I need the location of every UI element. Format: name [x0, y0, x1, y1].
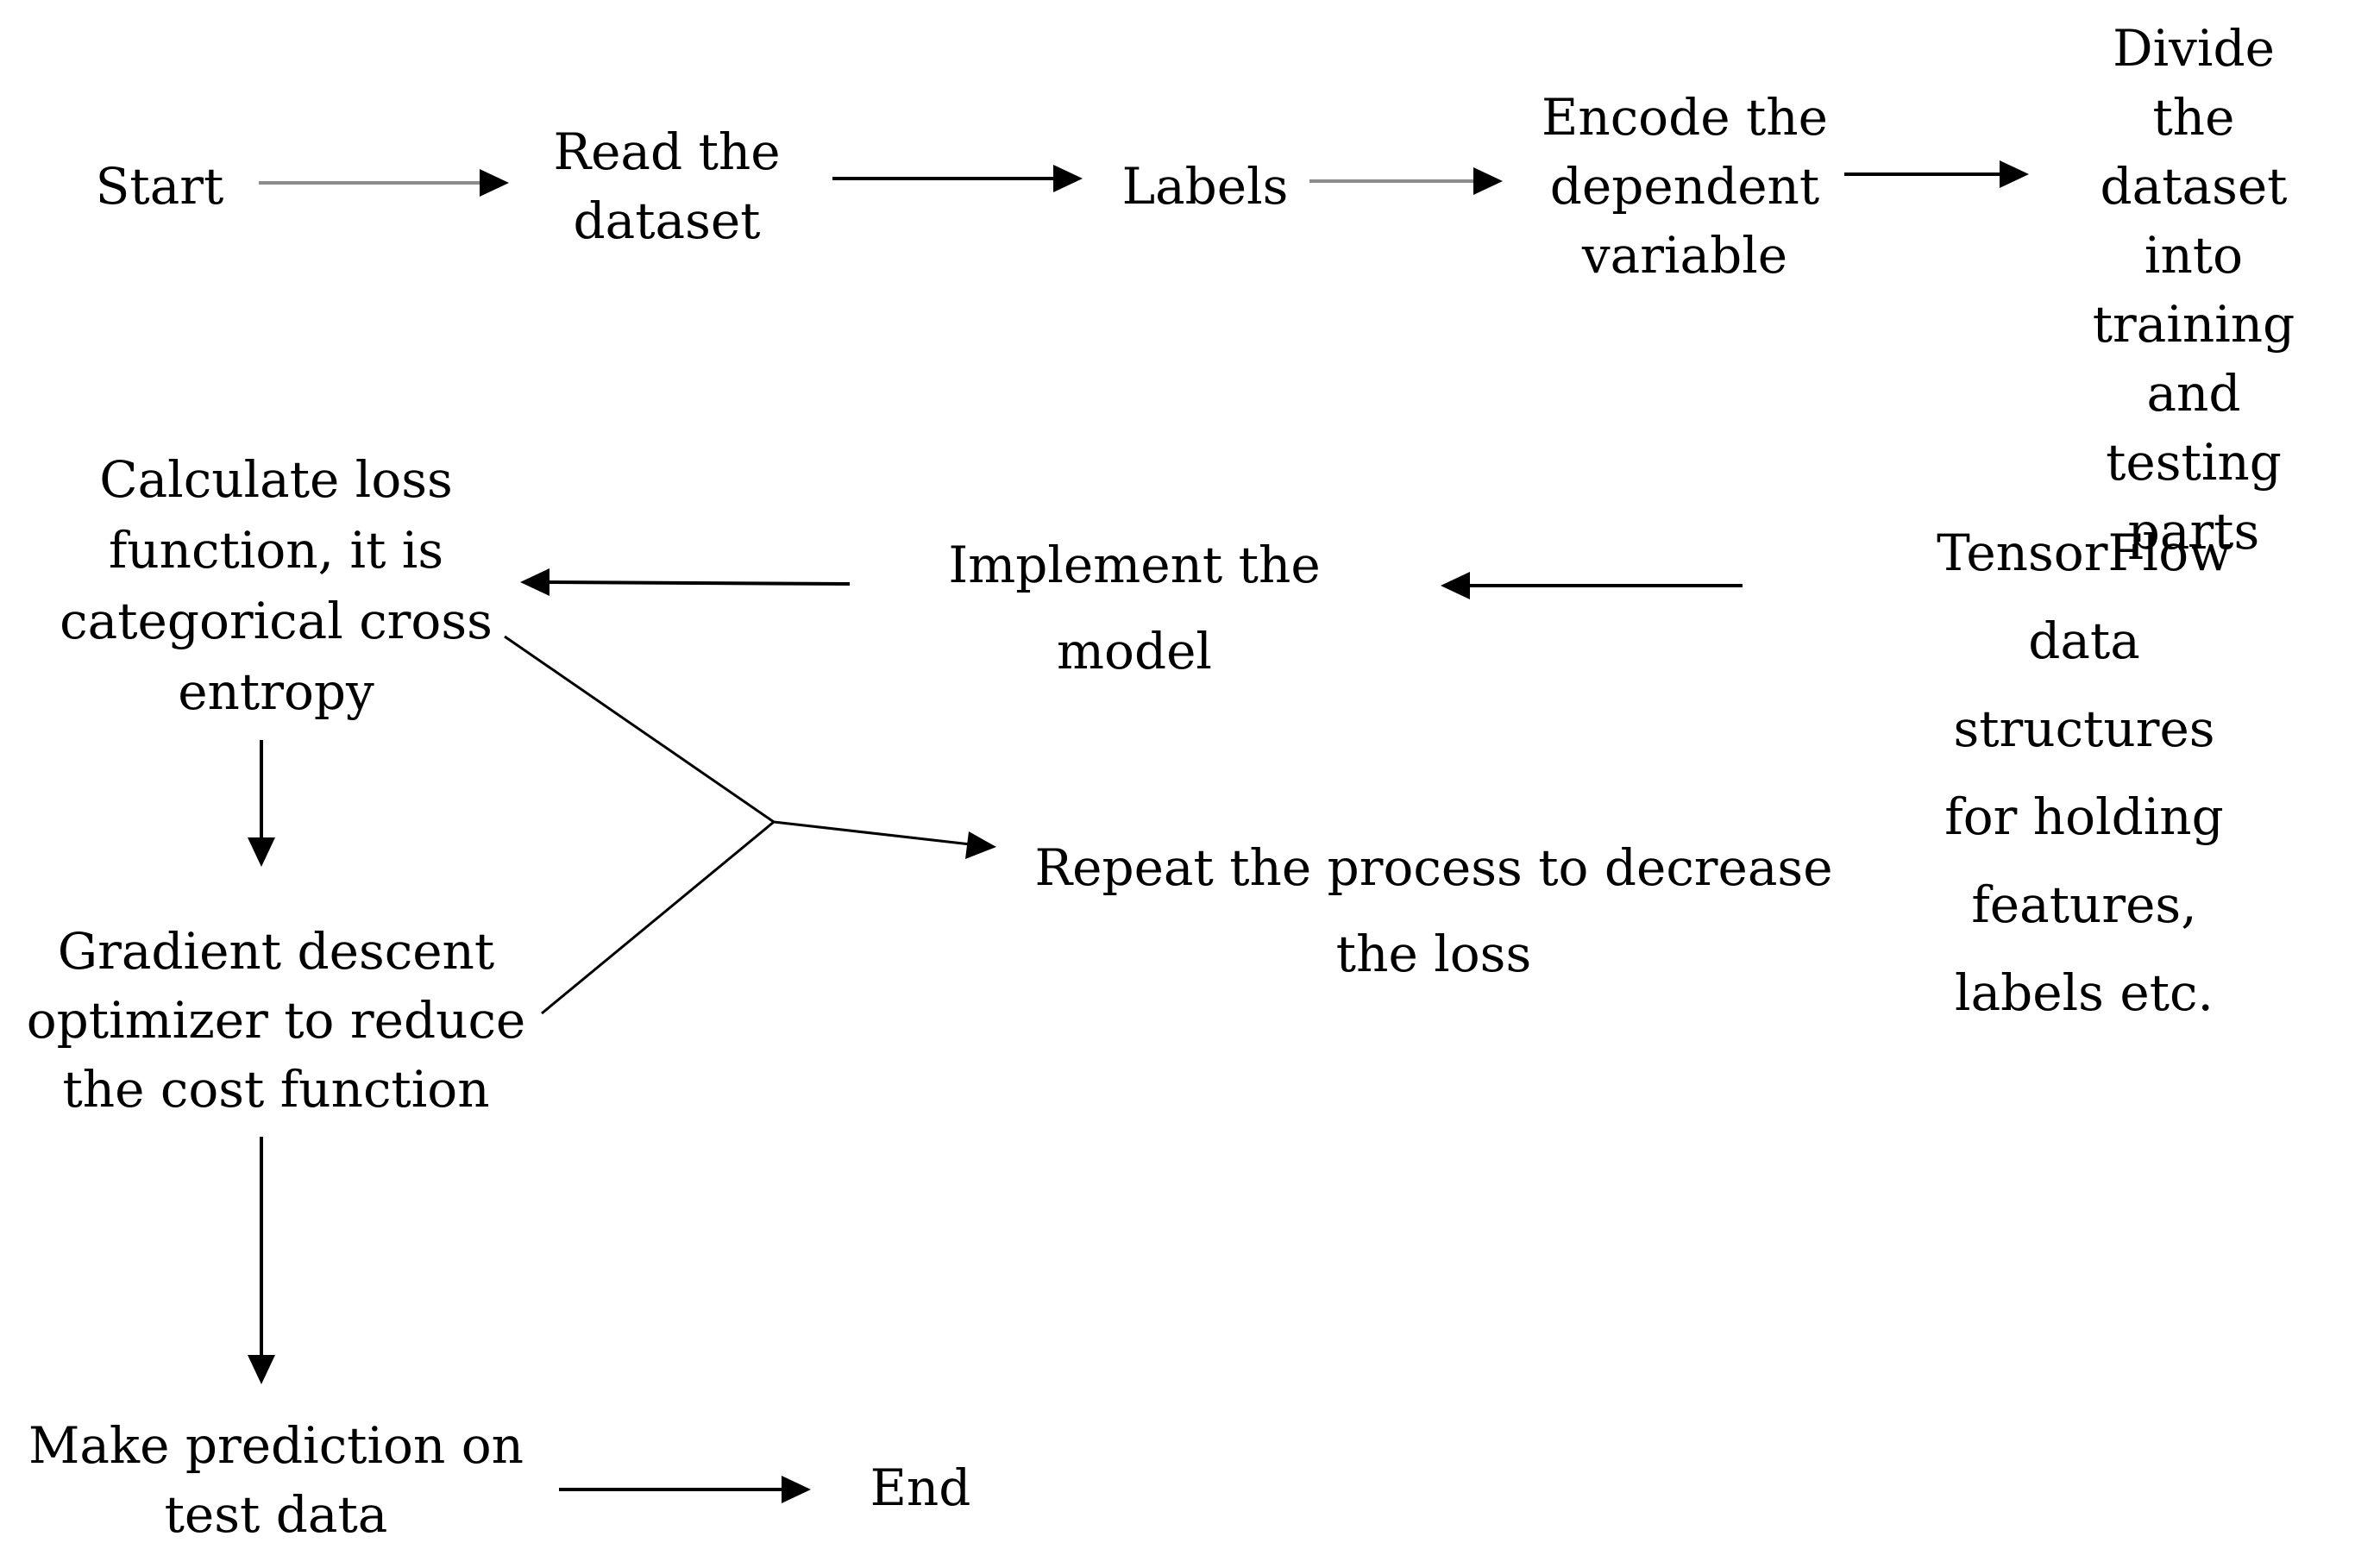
node-calculate-loss: Calculate loss function, it is categoric… [60, 450, 493, 721]
node-repeat-process: Repeat the process to decrease the loss [1034, 838, 1833, 983]
arrowhead-gradient-to-prediction [248, 1355, 275, 1384]
node-start: Start [95, 157, 224, 216]
arrowhead-junction-to-repeat [965, 831, 996, 859]
node-tensorflow-structures: TensorFlow data structures for holding f… [1937, 524, 2232, 1022]
arrowhead-implement-to-loss [520, 568, 549, 596]
arrow-implement-to-loss [547, 580, 851, 586]
arrow-junction-to-repeat [773, 820, 971, 846]
node-gradient-descent: Gradient descent optimizer to reduce the… [26, 922, 526, 1119]
line-gradient-to-junction [541, 820, 775, 1015]
node-divide-dataset: Divide the dataset into training and tes… [2092, 19, 2295, 561]
arrowhead-encode-to-divide [2000, 160, 2029, 188]
arrowhead-read-to-labels [1053, 165, 1083, 192]
arrowhead-loss-to-gradient [248, 837, 275, 867]
arrowhead-start-to-read [480, 169, 509, 197]
line-loss-to-junction [504, 635, 775, 824]
arrowhead-prediction-to-end [782, 1476, 811, 1503]
node-make-prediction: Make prediction on test data [28, 1416, 524, 1544]
node-read-dataset: Read the dataset [553, 122, 781, 250]
arrowhead-tensorflow-to-implement [1441, 572, 1470, 599]
node-end: End [870, 1458, 971, 1517]
node-encode-dependent: Encode the dependent variable [1542, 88, 1828, 285]
arrowhead-labels-to-encode [1473, 167, 1503, 195]
node-labels: Labels [1121, 157, 1289, 216]
node-implement-model: Implement the model [948, 536, 1321, 680]
